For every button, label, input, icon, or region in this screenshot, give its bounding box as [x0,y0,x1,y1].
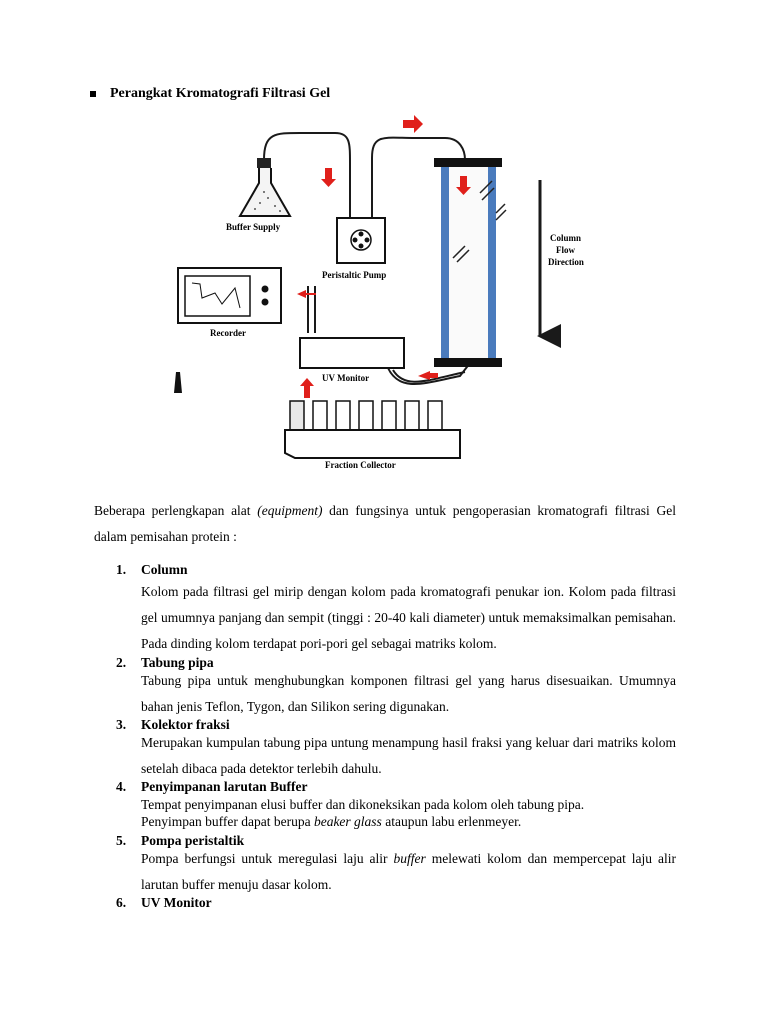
label-buffer-supply: Buffer Supply [226,222,281,232]
item-title: UV Monitor [141,895,212,910]
square-bullet-icon [90,91,96,97]
label-recorder: Recorder [210,328,246,338]
label-column-flow-3: Direction [548,257,584,267]
heading-text: Perangkat Kromatografi Filtrasi Gel [110,86,331,101]
chromatography-column [434,158,507,367]
label-fraction-collector: Fraction Collector [325,460,396,470]
buffer-flask [238,158,292,217]
list-item: 4. Penyimpanan larutan Buffer Tempat pen… [94,777,676,830]
uv-monitor [299,337,405,369]
peristaltic-pump [336,217,386,264]
arrow-left-icon [297,290,316,298]
list-item: 5. Pompa peristaltik Pompa berfungsi unt… [94,831,676,898]
list-item: 6. UV Monitor [94,893,676,912]
item-description: Kolom pada filtrasi gel mirip dengan kol… [141,584,676,651]
recorder [177,267,282,324]
arrow-left-icon [418,371,438,380]
arrow-down-icon [456,176,471,195]
item-title: Kolektor fraksi [141,717,230,732]
wedge-mark-icon [174,372,182,393]
red-arrows [297,115,471,398]
list-item: 3. Kolektor fraksi Merupakan kumpulan ta… [94,715,676,782]
item-title: Tabung pipa [141,655,214,670]
label-peristaltic-pump: Peristaltic Pump [322,270,386,280]
fraction-collector [284,400,461,459]
intro-emphasis: (equipment) [257,503,323,518]
item-title: Pompa peristaltik [141,833,245,848]
list-item: 2. Tabung pipa Tabung pipa untuk menghub… [94,653,676,720]
arrow-down-icon [321,168,336,187]
item-description: Merupakan kumpulan tabung pipa untung me… [141,735,676,776]
equipment-list: 1. Column Kolom pada filtrasi gel mirip … [94,560,676,912]
arrow-up-icon [300,378,314,398]
item-description: Pompa berfungsi untuk meregulasi laju al… [141,851,676,892]
item-description: Tempat penyimpanan elusi buffer dan diko… [141,797,585,829]
arrow-right-icon [403,115,423,133]
item-title: Column [141,562,188,577]
label-uv-monitor: UV Monitor [322,373,369,383]
item-title: Penyimpanan larutan Buffer [141,779,308,794]
intro-paragraph: Beberapa perlengkapan alat (equipment) d… [94,503,676,544]
gel-filtration-diagram: Buffer Supply Peristaltic Pump Recorder … [174,115,584,470]
label-column-flow-1: Column [550,233,581,243]
item-description: Tabung pipa untuk menghubungkan komponen… [141,673,676,714]
list-item: 1. Column Kolom pada filtrasi gel mirip … [94,560,676,657]
label-column-flow-2: Flow [556,245,575,255]
section-heading: Perangkat Kromatografi Filtrasi Gel [90,86,330,102]
